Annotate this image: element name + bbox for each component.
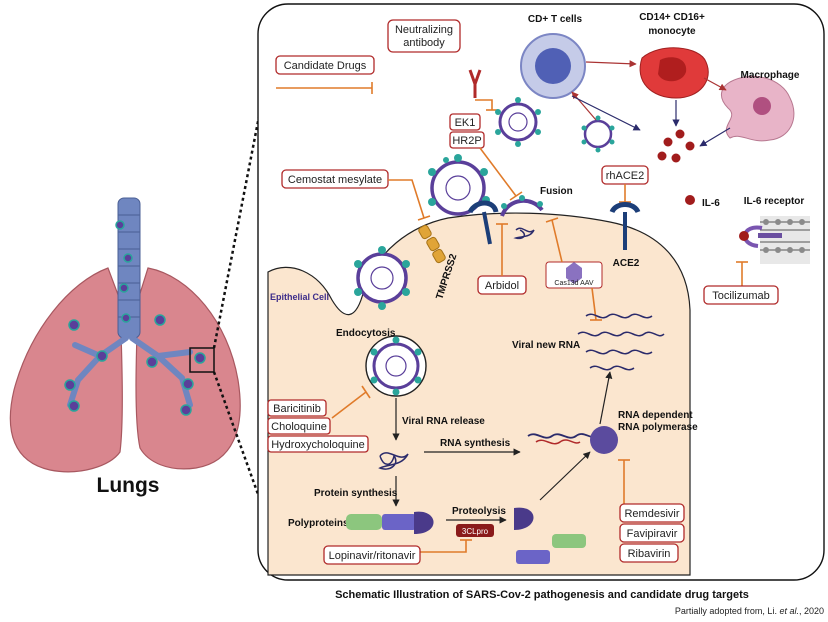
figure-caption: Schematic Illustration of SARS-Cov-2 pat… — [335, 589, 749, 601]
lopinavir-box — [323, 545, 421, 565]
viral-rna-release-label: Viral RNA release — [402, 416, 485, 427]
new-rna-strands — [577, 313, 665, 371]
ek1-box — [449, 113, 481, 131]
rhace2-label: rhACE2 — [606, 170, 645, 182]
ribavirin-label: Ribavirin — [628, 548, 671, 560]
neutralizing-antibody-label-2: antibody — [403, 37, 445, 49]
chloroquine-label: Choloquine — [271, 421, 327, 433]
zoom-box — [189, 347, 215, 373]
virus-free-middle — [581, 115, 615, 153]
endocytosis-label: Endocytosis — [336, 328, 396, 339]
virus-free-top — [495, 97, 541, 147]
virus-attaching — [428, 154, 490, 216]
monocyte-label-2: monocyte — [648, 26, 696, 37]
ribavirin-box — [619, 543, 679, 563]
polyprotein-chain — [346, 511, 434, 534]
cd4-t-cell-label: CD+ T cells — [528, 14, 583, 25]
3clpro-label: 3CLpro — [462, 527, 489, 536]
ace2-receptor-left — [467, 200, 499, 214]
neutralizing-antibody-box — [387, 19, 461, 53]
ace2-receptor — [609, 202, 641, 214]
tocilizumab-box — [703, 285, 779, 305]
rna-strand-red — [535, 439, 581, 445]
hr2p-box — [449, 131, 485, 149]
remdesivir-box — [619, 503, 685, 523]
hr2p-label: HR2P — [452, 135, 481, 147]
hydroxychloroquine-label: Hydroxycholoquine — [271, 439, 365, 451]
left-lung — [9, 267, 123, 473]
rna-synthesis-label: RNA synthesis — [440, 438, 511, 449]
ace2-label: ACE2 — [613, 258, 640, 269]
il6-label: IL-6 — [702, 198, 720, 209]
tmprss2-protease — [418, 224, 446, 264]
baricitinib-label: Baricitinib — [273, 403, 321, 415]
rdrp-label-1: RNA dependent — [618, 410, 693, 421]
baricitinib-box — [267, 399, 327, 417]
lungs-illustration: Lungs — [9, 197, 241, 497]
inhibition-legend-symbol — [276, 82, 373, 94]
cleaved-blue — [516, 550, 550, 564]
protein-synthesis-label: Protein synthesis — [314, 488, 398, 499]
cas13d-icon — [566, 262, 582, 284]
monocyte-label-1: CD14+ CD16+ — [639, 12, 705, 23]
cleaved-green — [552, 534, 586, 548]
fusion-membrane — [500, 199, 544, 217]
tocilizumab-label: Tocilizumab — [712, 290, 769, 302]
lungs-label: Lungs — [97, 474, 160, 497]
camostat-box — [281, 169, 389, 189]
epithelial-cell-label: Epithelial Cell — [270, 292, 329, 302]
arbidol-label: Arbidol — [485, 280, 519, 292]
polyproteins-label: Polyproteins — [288, 518, 349, 529]
3clpro-badge — [456, 524, 494, 537]
macrophage — [721, 75, 795, 142]
rdrp-enzyme — [590, 426, 618, 454]
remdesivir-label: Remdesivir — [624, 508, 679, 520]
cleaved-protease — [514, 507, 534, 530]
chloroquine-box — [267, 417, 331, 435]
rdrp-label-2: RNA polymerase — [618, 422, 698, 433]
viral-new-rna-label: Viral new RNA — [512, 340, 580, 351]
figure-source: Partially adopted from, Li. et al., 2020 — [675, 606, 824, 616]
ek1-label: EK1 — [455, 117, 476, 129]
macrophage-label: Macrophage — [741, 70, 800, 81]
monocyte — [639, 47, 709, 99]
camostat-label: Cemostat mesylate — [288, 174, 382, 186]
neutralizing-antibody-label-1: Neutralizing — [395, 24, 453, 36]
favipiravir-label: Favipiravir — [627, 528, 678, 540]
hydroxychloroquine-box — [267, 435, 369, 453]
virus-endosome — [365, 335, 427, 397]
fusion-rna — [513, 227, 535, 240]
rna-strand — [527, 433, 597, 439]
candidate-drugs-label: Candidate Drugs — [284, 60, 367, 72]
antibody-icon — [468, 69, 482, 98]
cas13d-label: Cas13d AAV — [554, 280, 594, 287]
il6-cytokines — [657, 129, 695, 205]
fusion-label: Fusion — [540, 186, 573, 197]
proteolysis-label: Proteolysis — [452, 506, 506, 517]
favipiravir-box — [619, 523, 685, 543]
candidate-drugs-box — [275, 55, 375, 75]
released-rna — [378, 452, 409, 470]
il6-receptor-membrane — [739, 216, 810, 264]
il6-receptor-label: IL-6 receptor — [744, 196, 805, 207]
virus-docked — [354, 246, 410, 310]
cd4-t-cell — [520, 33, 586, 99]
lopinavir-label: Lopinavir/ritonavir — [329, 550, 416, 562]
